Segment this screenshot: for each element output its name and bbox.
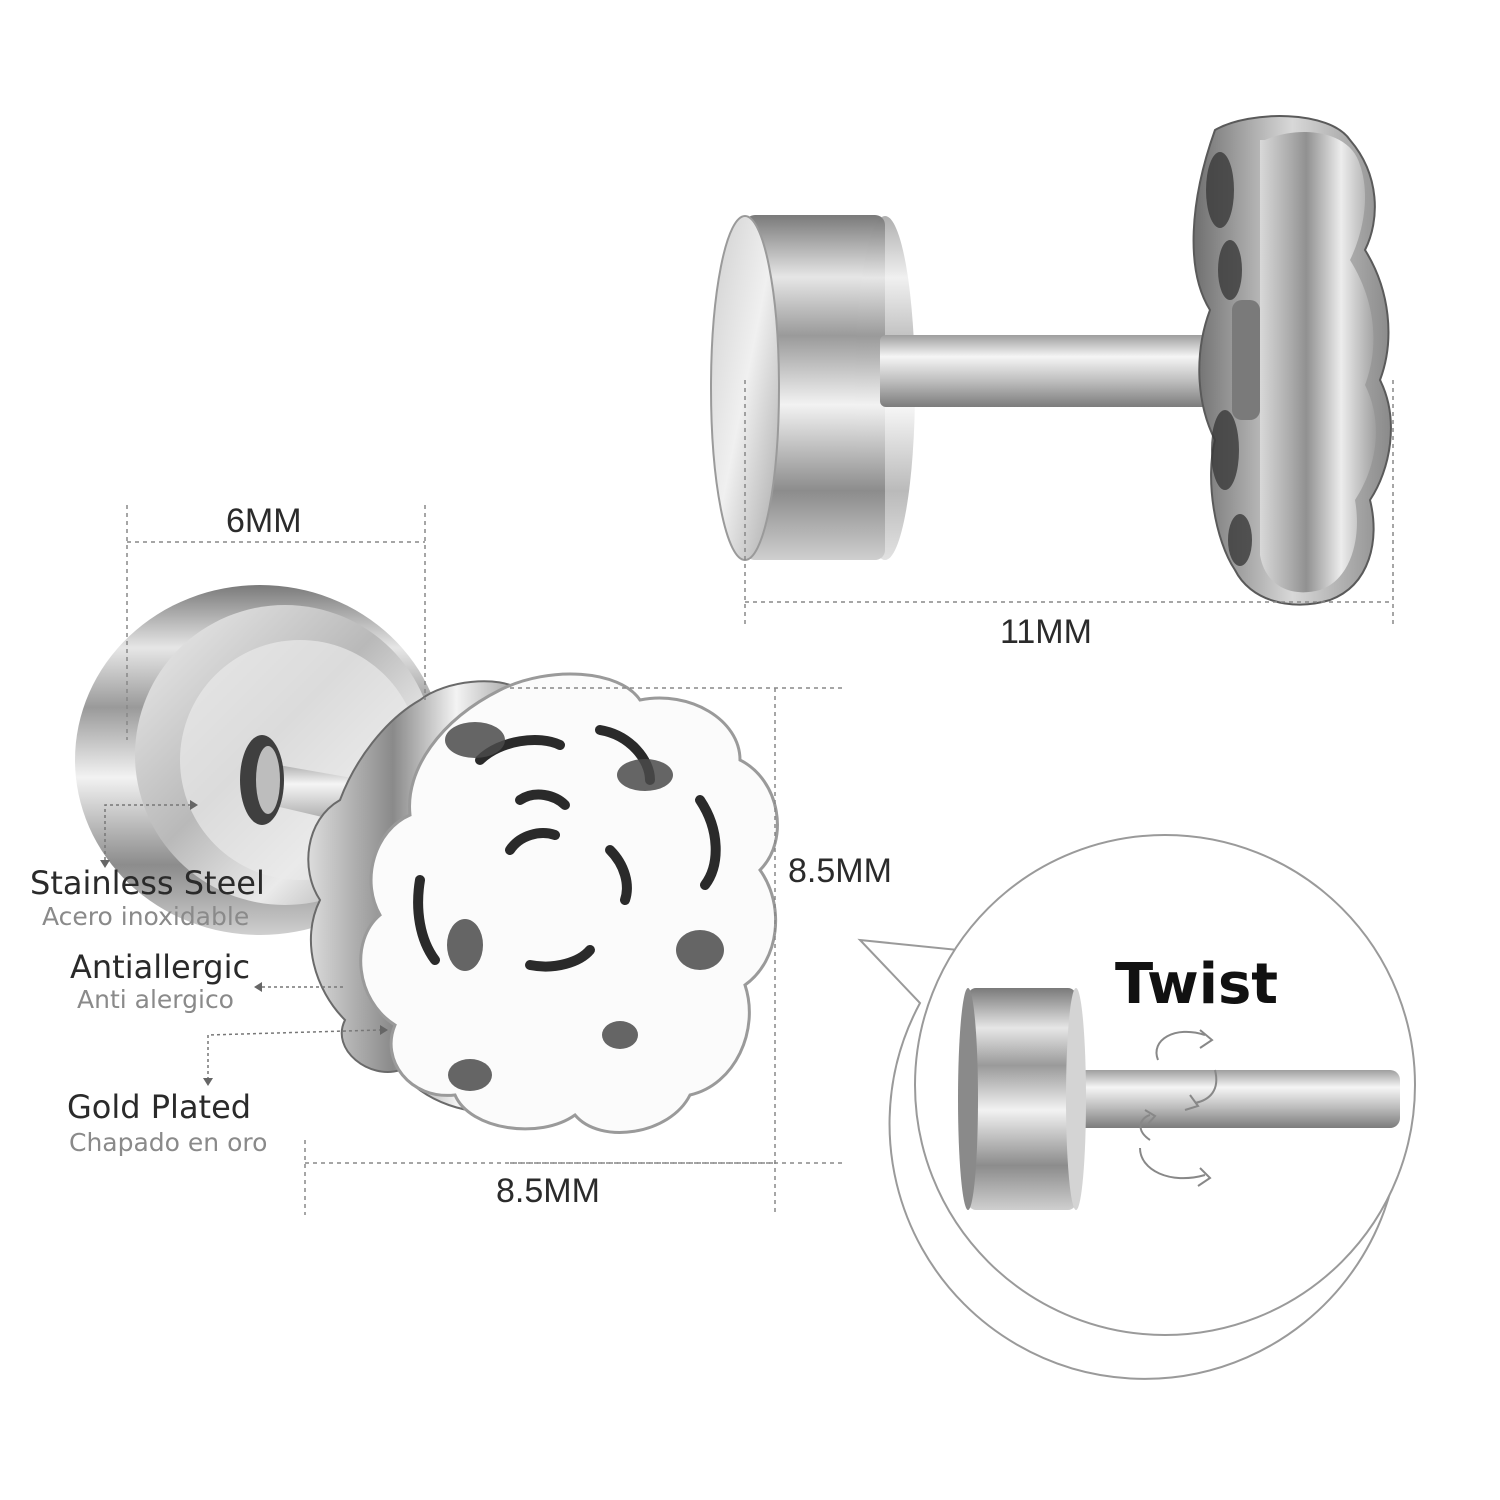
- head-diameter-label: 6MM: [226, 502, 302, 540]
- bar: [880, 335, 1245, 407]
- pointer-arrowheads: [100, 800, 388, 1086]
- flower-width-label: 8.5MM: [496, 1172, 600, 1210]
- feature-subtitle-antiallergic: Anti alergico: [77, 985, 234, 1014]
- bar-length-label: 11MM: [1000, 613, 1092, 651]
- twist-callout: [857, 834, 1416, 1380]
- callout-cylinder: [958, 988, 1086, 1210]
- feature-subtitle-stainless-steel: Acero inoxidable: [42, 902, 250, 931]
- feature-title-antiallergic: Antiallergic: [70, 948, 251, 986]
- front-dimension-guides: [126, 505, 845, 1215]
- earring-front-view: [75, 585, 779, 1134]
- flower-height-label: 8.5MM: [788, 852, 892, 890]
- length-dimension-guide: [744, 380, 1394, 625]
- feature-title-gold-plated: Gold Plated: [67, 1088, 252, 1126]
- feature-pointers: [104, 804, 381, 1080]
- flower-edge: [1192, 115, 1392, 606]
- feature-title-stainless-steel: Stainless Steel: [30, 864, 265, 902]
- flower-face: [359, 672, 779, 1134]
- twist-label: Twist: [1115, 952, 1279, 1017]
- flower-pattern: [413, 725, 721, 972]
- flower-holes: [445, 722, 724, 1091]
- earring-side-view: [710, 115, 1392, 606]
- twist-arrows-icon: [1139, 1029, 1218, 1187]
- feature-subtitle-gold-plated: Chapado en oro: [69, 1128, 268, 1157]
- callout-bar: [1070, 1070, 1400, 1128]
- back-disc: [710, 215, 915, 561]
